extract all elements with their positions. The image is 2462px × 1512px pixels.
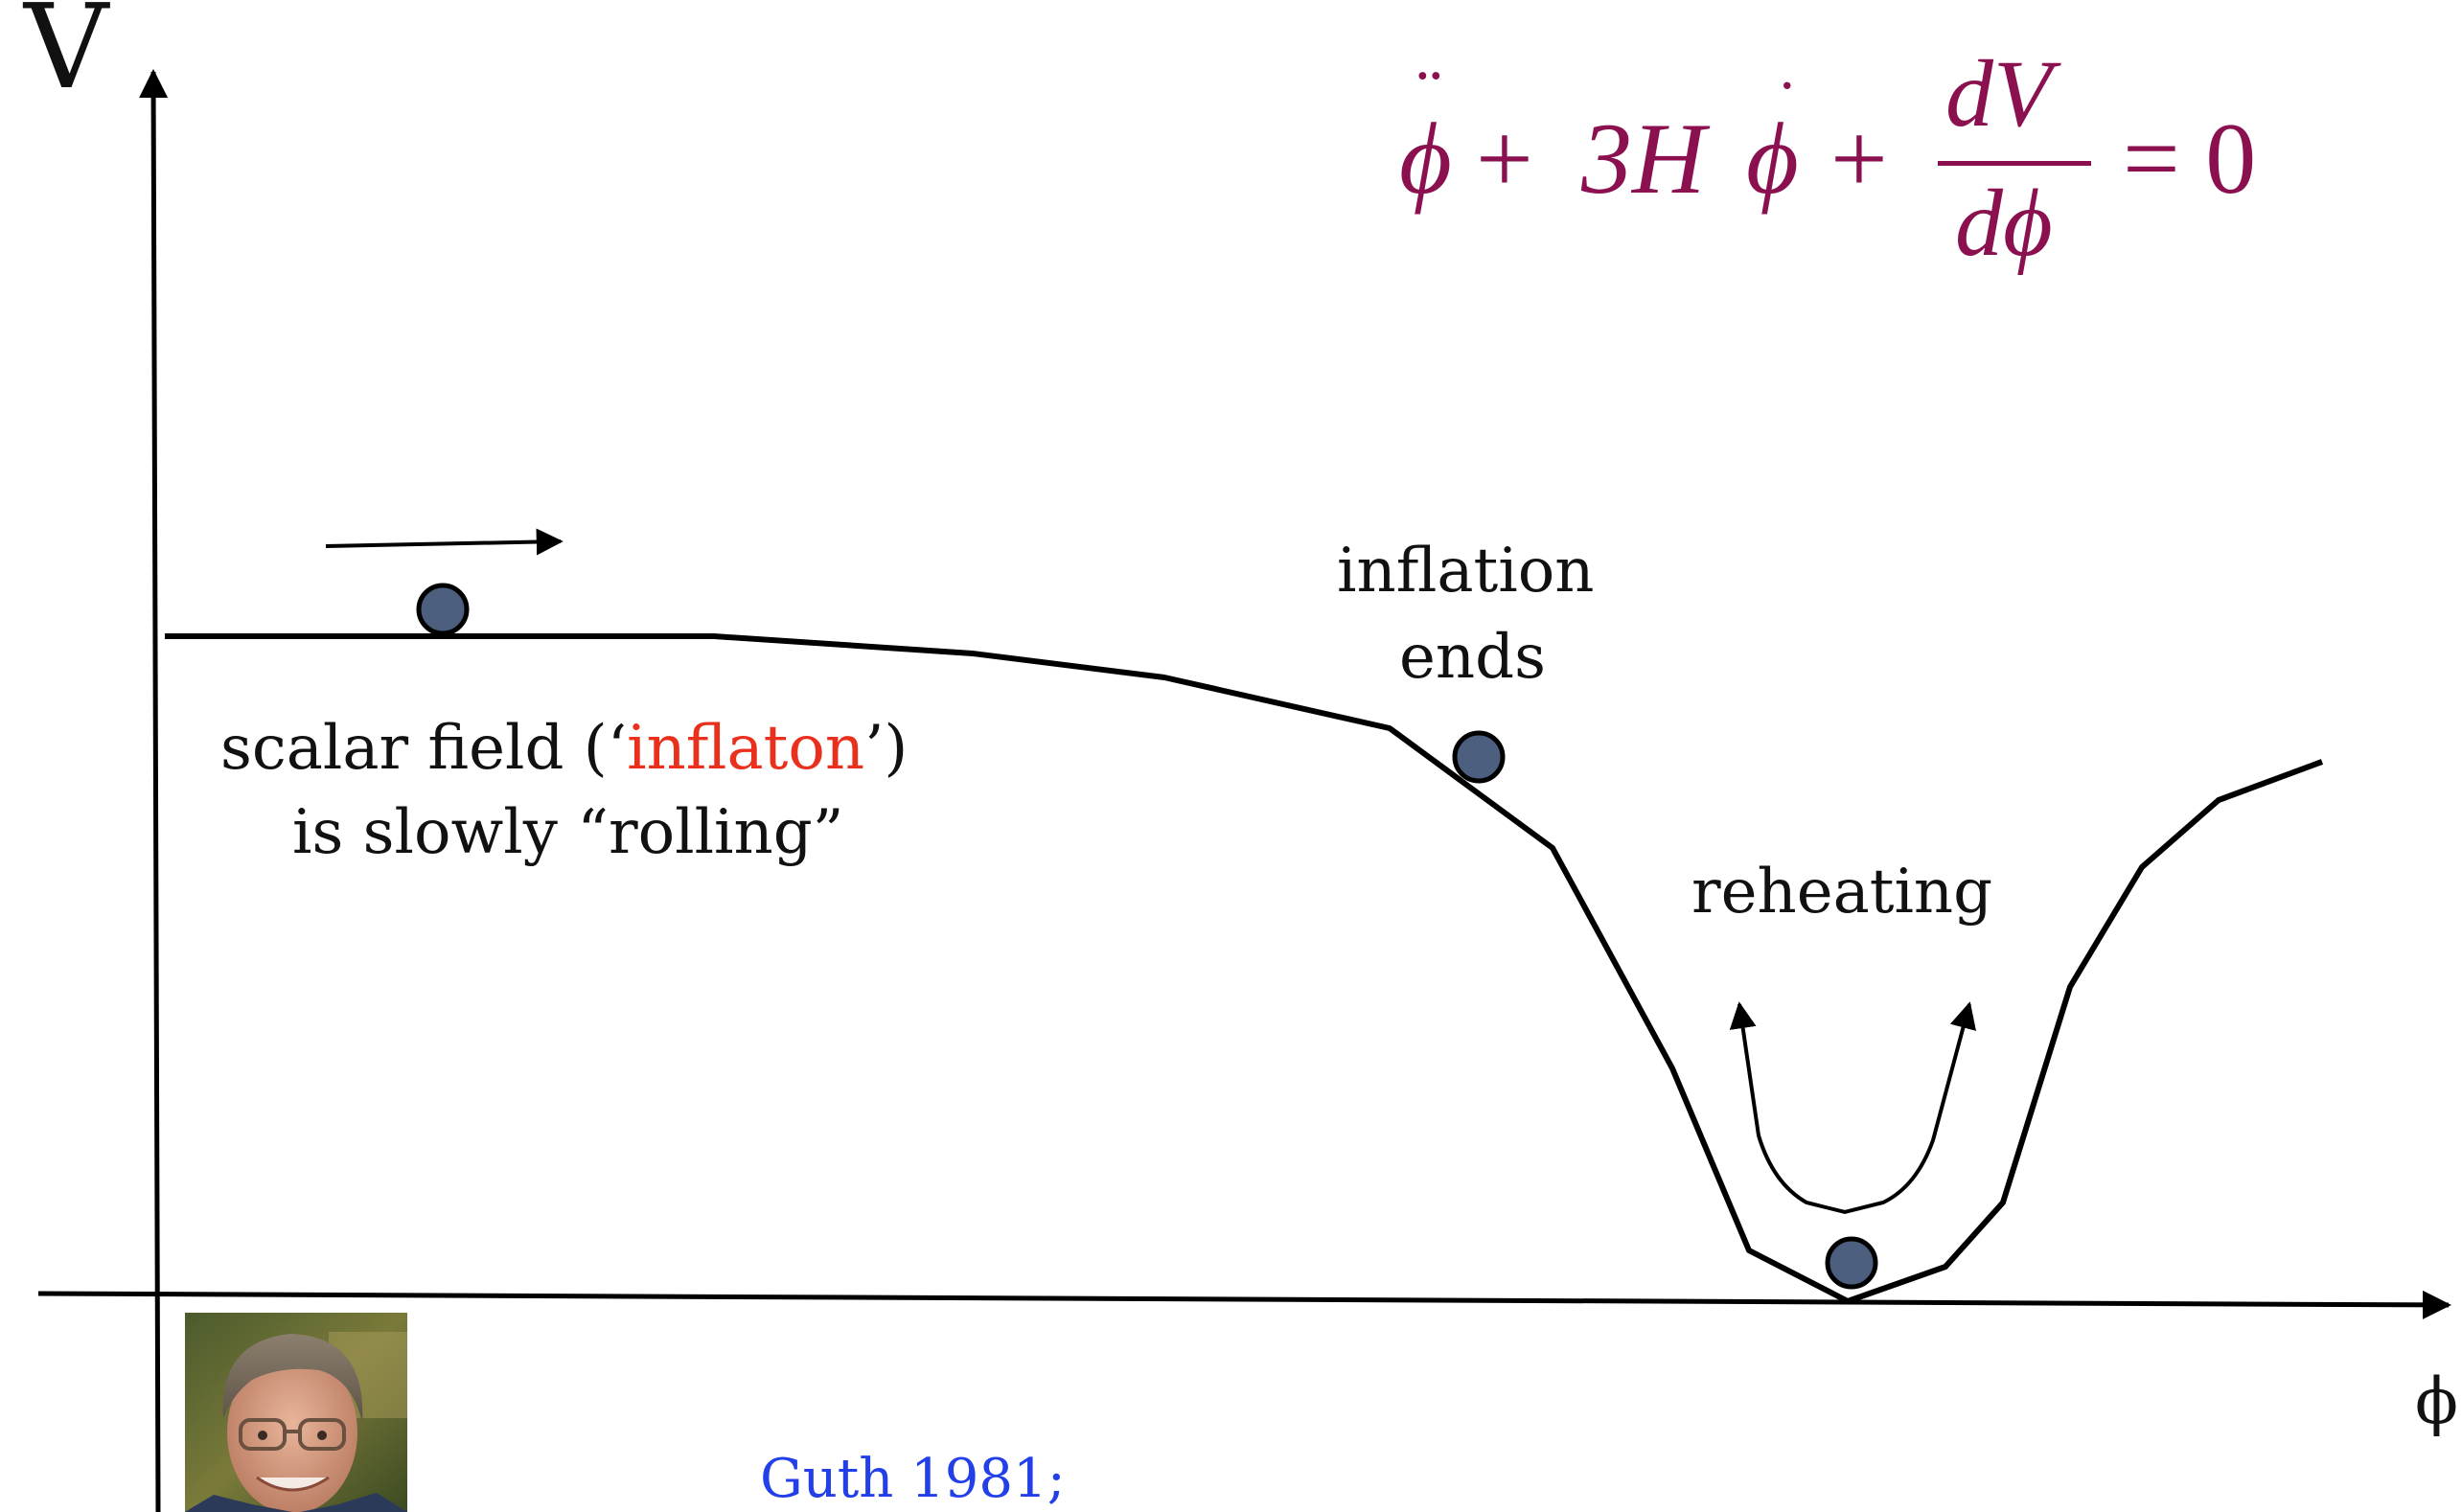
- scalar-field-label-line2: is slowly “rolling”: [292, 797, 844, 868]
- x-axis-label: ϕ: [2415, 1364, 2458, 1438]
- equation-equals-zero: = 0: [2123, 103, 2257, 215]
- equation-numerator: dV: [1945, 40, 2053, 147]
- scalar-line1-pre: scalar field (‘: [220, 713, 628, 784]
- ball-icon-slope: [1452, 730, 1506, 784]
- rolling-arrow-icon: [325, 528, 564, 556]
- citation-text: Guth 1981;: [760, 1448, 1066, 1510]
- equation-ddot-marker: ¨: [1416, 54, 1442, 138]
- equation-plus-1: +: [1476, 103, 1533, 215]
- equation-plus-2: +: [1830, 103, 1888, 215]
- reheating-arrow-icon: [1729, 1001, 1977, 1215]
- reheating-label: reheating: [1691, 857, 1993, 928]
- potential-curve: [165, 633, 2324, 1304]
- ball-icon-top: [416, 583, 470, 636]
- x-axis: [37, 1290, 2451, 1319]
- portrait-photo: [185, 1313, 407, 1512]
- equation-dot-marker: ˙: [1776, 68, 1799, 142]
- scalar-field-label: scalar field (‘inflaton’): [220, 709, 908, 789]
- equation-3h: 3H: [1581, 103, 1706, 215]
- equation-fraction-bar: [1938, 161, 2091, 166]
- scalar-line1-post: ’): [864, 713, 909, 784]
- y-axis-label: V: [24, 0, 109, 115]
- inflaton-highlight: inflaton: [627, 713, 865, 784]
- equation-ddot-phi: ϕ: [1399, 103, 1452, 215]
- equation-dot-phi: ϕ: [1746, 103, 1799, 215]
- inflation-ends-line2: ends: [1399, 622, 1546, 693]
- ball-icon-minimum: [1825, 1236, 1878, 1290]
- equation-denominator: dϕ: [1955, 170, 2053, 276]
- y-axis: [139, 69, 169, 1512]
- portrait-image: [185, 1313, 407, 1512]
- inflation-ends-line1: inflation: [1337, 536, 1595, 607]
